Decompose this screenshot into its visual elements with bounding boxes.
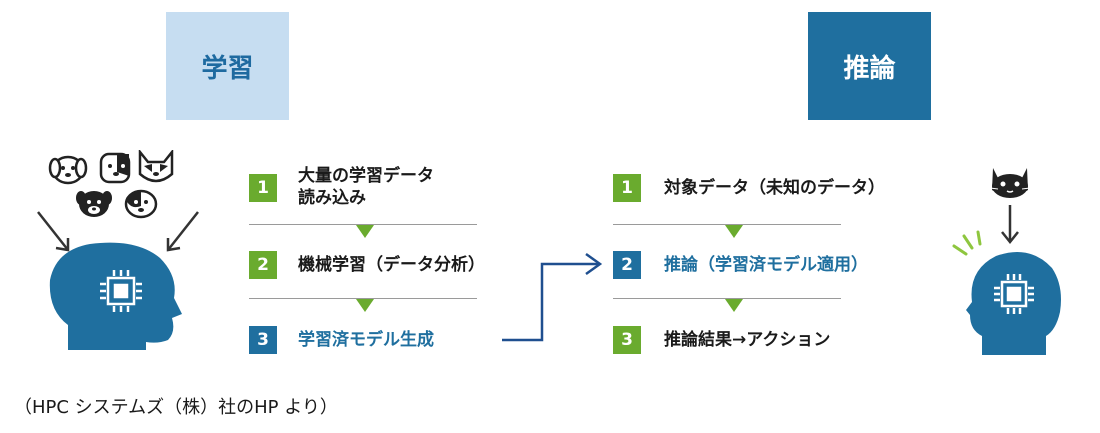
inference-header-label: 推論 xyxy=(843,53,896,84)
arrow-down-icon xyxy=(1001,205,1019,245)
learning-step-1-number: 1 xyxy=(249,174,277,202)
dog-face-icon xyxy=(99,152,131,184)
dog-face-icon xyxy=(48,155,88,185)
learning-step-1-text: 大量の学習データ 読み込み xyxy=(298,165,434,209)
inference-header: 推論 xyxy=(808,12,931,120)
dog-face-icon xyxy=(124,189,158,219)
inference-step-3-number: 3 xyxy=(613,326,641,354)
dog-face-icon xyxy=(138,150,174,183)
arrow-down-icon xyxy=(725,299,743,312)
learning-divider-1 xyxy=(249,224,477,225)
learning-step-3-text: 学習済モデル生成 xyxy=(298,330,434,350)
inference-divider-2 xyxy=(613,298,841,299)
learning-step-3-number: 3 xyxy=(249,326,277,354)
chip-icon xyxy=(994,274,1034,314)
cat-face-icon xyxy=(989,168,1031,198)
head-with-chip-icon xyxy=(966,252,1061,355)
learning-step-2-text: 機械学習（データ分析） xyxy=(298,255,485,275)
learning-header-label: 学習 xyxy=(201,53,254,84)
chip-icon xyxy=(100,270,142,312)
inference-illustration xyxy=(952,168,1061,355)
learning-step-2-number: 2 xyxy=(249,251,277,279)
arrow-down-icon xyxy=(725,225,743,238)
arrow-down-icon xyxy=(356,299,374,312)
inference-step-3-text: 推論結果→アクション xyxy=(664,330,831,350)
arrow-down-icon xyxy=(37,211,199,252)
learning-step-1-line-2: 読み込み xyxy=(298,188,366,208)
spark-lines xyxy=(952,230,982,256)
inference-step-2-number: 2 xyxy=(613,251,641,279)
learning-step-1-line-1: 大量の学習データ xyxy=(298,166,434,186)
source-note: （HPC システムズ（株）社のHP より） xyxy=(14,397,338,418)
connector-arrow-icon xyxy=(502,252,603,342)
learning-divider-2 xyxy=(249,298,477,299)
inference-step-1-text: 対象データ（未知のデータ） xyxy=(664,178,885,198)
learning-illustration xyxy=(37,150,199,350)
inference-divider-1 xyxy=(613,224,841,225)
inference-step-2-text: 推論（学習済モデル適用） xyxy=(664,255,868,275)
arrow-down-icon xyxy=(356,225,374,238)
inference-step-1-number: 1 xyxy=(613,174,641,202)
dog-face-icon xyxy=(76,191,112,217)
learning-header: 学習 xyxy=(166,12,289,120)
